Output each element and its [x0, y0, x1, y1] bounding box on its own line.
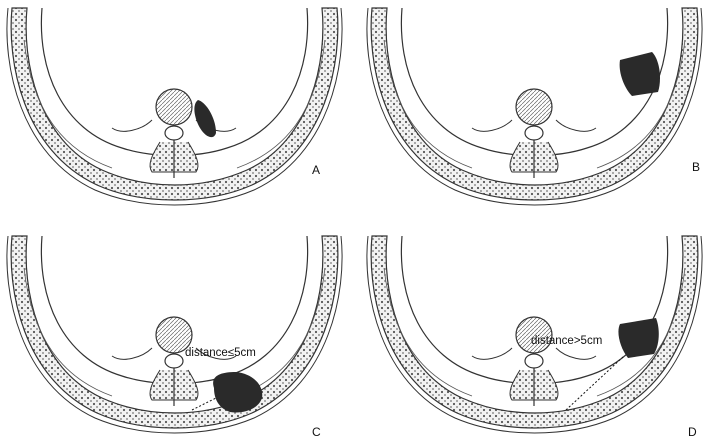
panel-d: distance>5cm D — [362, 228, 707, 443]
panel-b: B — [362, 0, 707, 215]
panel-label-c: C — [312, 425, 321, 439]
chest-cross-section-c — [2, 228, 347, 443]
distance-annotation-c: distance≤5cm — [185, 347, 256, 359]
tumor-a — [194, 100, 216, 137]
tumor-c — [213, 372, 262, 412]
tumor-d — [618, 318, 658, 358]
panel-label-a: A — [312, 163, 320, 177]
panel-label-d: D — [688, 425, 697, 439]
panel-a: A — [2, 0, 347, 215]
panel-c: distance≤5cm C — [2, 228, 347, 443]
chest-cross-section-a — [2, 0, 347, 215]
tumor-b — [620, 52, 660, 96]
distance-annotation-d: distance>5cm — [531, 335, 602, 347]
chest-cross-section-b — [362, 0, 707, 215]
panel-label-b: B — [692, 160, 700, 174]
